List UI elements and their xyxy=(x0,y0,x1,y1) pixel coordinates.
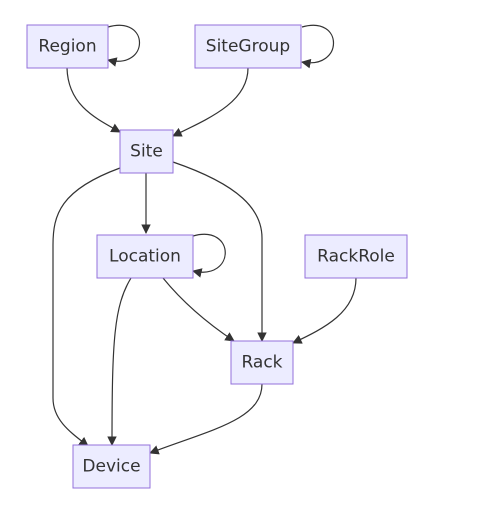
node-label: Site xyxy=(130,142,163,162)
edges xyxy=(52,24,357,455)
edge-location-self xyxy=(192,233,226,278)
edge-location-rack xyxy=(162,277,235,342)
node-rack: Rack xyxy=(230,340,294,385)
node-label: Region xyxy=(38,37,96,57)
node-label: Rack xyxy=(241,353,282,373)
edge-sitegroup-site xyxy=(172,67,249,137)
node-device: Device xyxy=(72,444,151,489)
edge-rack-device xyxy=(149,383,263,455)
edge-site-device xyxy=(52,167,121,447)
node-label: Device xyxy=(82,457,140,477)
edge-region-self xyxy=(107,24,141,67)
edge-region-site xyxy=(66,67,121,133)
node-label: SiteGroup xyxy=(206,37,290,57)
node-label: Location xyxy=(109,247,181,267)
node-rackrole: RackRole xyxy=(304,234,408,279)
edge-location-device xyxy=(107,277,132,446)
node-region: Region xyxy=(26,24,109,69)
edge-sitegroup-self xyxy=(301,24,335,69)
node-sitegroup: SiteGroup xyxy=(194,24,302,69)
edge-site-rack xyxy=(172,161,267,342)
node-label: RackRole xyxy=(317,247,395,267)
node-location: Location xyxy=(96,234,194,279)
node-site: Site xyxy=(119,129,174,174)
edge-rackrole-rack xyxy=(292,277,357,344)
